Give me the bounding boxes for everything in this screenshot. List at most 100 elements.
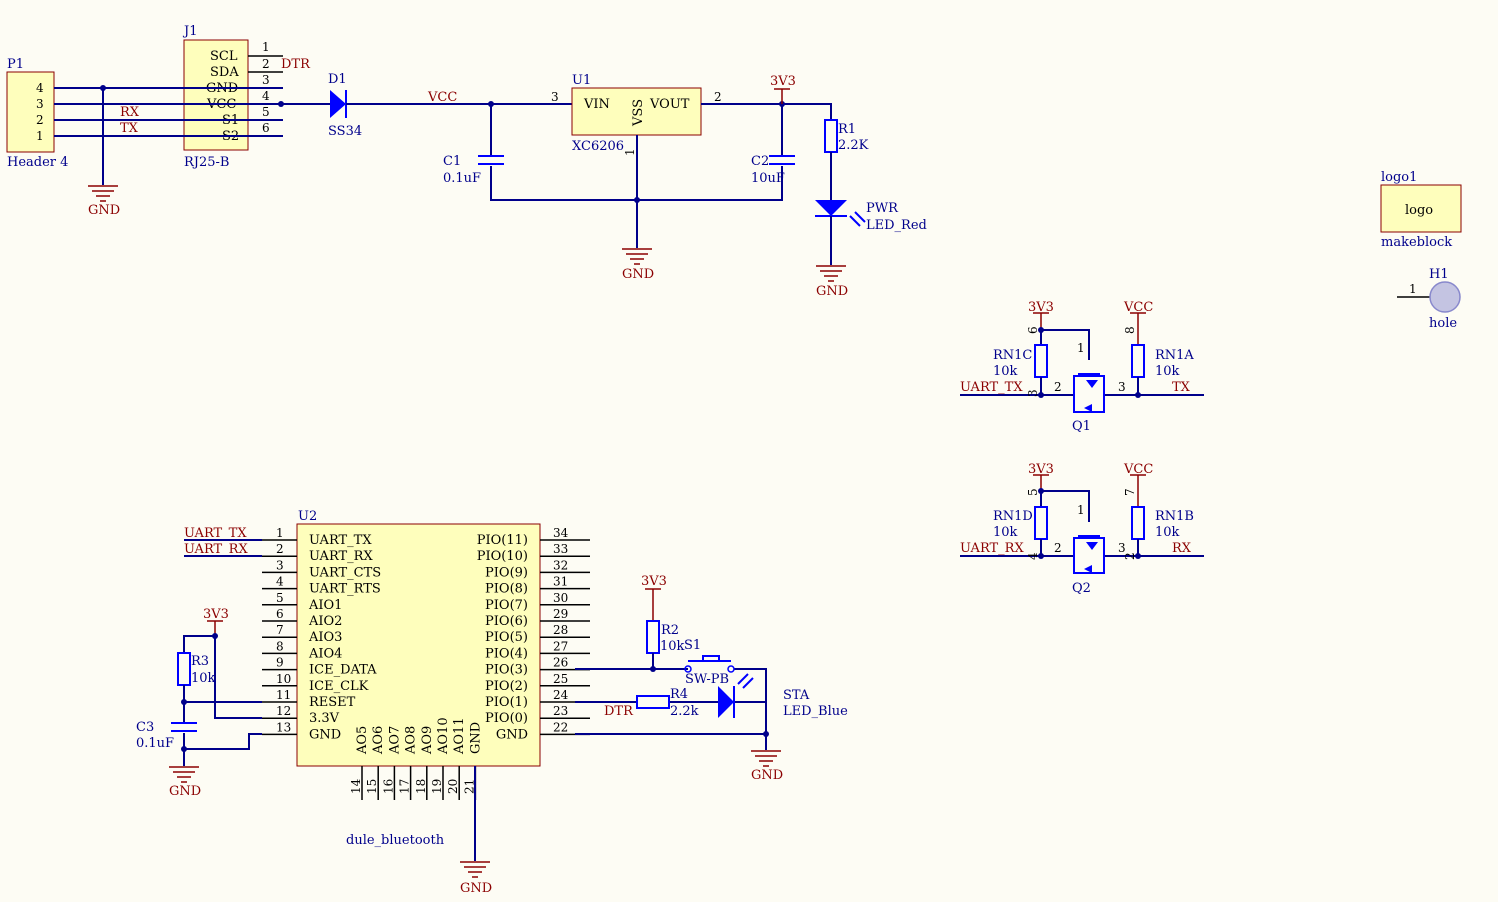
sta-value: LED_Blue (783, 704, 848, 719)
gnd-symbol-u2: GND (460, 766, 492, 896)
u2-pin-name: GND (496, 727, 528, 742)
gnd-label-led: GND (816, 284, 848, 299)
u2-pin-number: 12 (276, 704, 291, 718)
net-label-uart-rx-q2: UART_RX (960, 541, 1024, 556)
j1-value: RJ25-B (184, 155, 230, 170)
d1-value: SS34 (328, 124, 362, 139)
r1-value: 2.2K (838, 138, 869, 153)
u1-vin: VIN (583, 97, 610, 112)
u2-pin-number: 17 (398, 779, 412, 794)
d1-ref: D1 (328, 72, 347, 87)
q1-pin-3: 3 (1118, 380, 1126, 394)
header-p1: P1 Header 4 4 3 2 1 (6, 57, 68, 170)
u2-pin-name: UART_CTS (309, 565, 381, 580)
c2-ref: C2 (751, 154, 769, 169)
u2-pin-number: 10 (276, 672, 291, 686)
c1-ref: C1 (443, 154, 461, 169)
u2-pin-name: PIO(11) (477, 533, 528, 548)
net-label-uart-tx-q1: UART_TX (960, 380, 1023, 395)
c2-value: 10uF (751, 171, 785, 186)
s1-value: SW-PB (685, 672, 729, 687)
net-label-rx-q2: RX (1172, 541, 1192, 556)
j1-pin-3: 3 (262, 73, 270, 87)
rn1d-value: 10k (993, 525, 1018, 540)
rn1b-pin-2: 2 (1123, 552, 1137, 560)
u2-pin-number: 7 (276, 623, 284, 637)
p1-ref: P1 (7, 57, 24, 72)
q2-pin-1: 1 (1077, 503, 1085, 517)
capacitor-c2: C2 10uF (751, 154, 795, 186)
logo1-label: logo (1405, 203, 1433, 218)
status-network: 3V3 R2 10k S1 SW-PB R4 2.2k DTR STA LED_… (575, 574, 848, 783)
u2-pin-name: GND (468, 722, 483, 754)
net-label-dtr: DTR (281, 57, 311, 72)
resistor-r1: R1 2.2K (824, 119, 869, 153)
net-label-tx: TX (120, 121, 139, 136)
u2-pin-name: PIO(10) (477, 549, 528, 564)
u2-pin-name: RESET (309, 695, 356, 710)
u2-pin-number: 3 (276, 558, 284, 572)
u2-pin-name: PIO(6) (485, 614, 528, 629)
u2-pin-number: 4 (276, 575, 284, 589)
rn1d-pin-4: 4 (1026, 552, 1040, 560)
j1-pin-5: 5 (262, 105, 270, 119)
u2-ref: U2 (298, 509, 317, 524)
u2-pin-number: 5 (276, 591, 284, 605)
net-label-dtr-u2: DTR (604, 704, 634, 719)
u2-pin-name: PIO(1) (485, 695, 528, 710)
c3-ref: C3 (136, 720, 154, 735)
net-label-uart-rx-u2: UART_RX (184, 542, 248, 557)
gnd-label-c3: GND (169, 784, 201, 799)
level-shifter-q1: 3V3 VCC Q1 1 2 3 RN1C 10k RN1A 10k 6 3 8… (960, 300, 1204, 434)
logo-block: logo1 logo makeblock (1380, 170, 1462, 250)
u2-pin-name: ICE_CLK (309, 679, 369, 694)
gnd-label-sta: GND (751, 768, 783, 783)
u2-pin-number: 29 (553, 607, 568, 621)
u2-pin-number: 28 (553, 623, 568, 637)
u2-pin-number: 21 (462, 779, 476, 794)
u2-pin-name: AO6 (371, 726, 386, 755)
r3-ref: R3 (191, 654, 209, 669)
net-label-vcc: VCC (427, 90, 457, 105)
sta-ref: STA (783, 688, 810, 703)
diode-d1: D1 SS34 VCC (283, 72, 572, 139)
gnd-symbol-u1: GND (622, 248, 654, 282)
u2-pin-number: 31 (553, 575, 568, 589)
gnd-label-u1: GND (622, 267, 654, 282)
u2-pin-name: ICE_DATA (309, 663, 377, 678)
capacitor-c1: C1 0.1uF (443, 154, 504, 186)
pwr-label-vcc-q1: VCC (1123, 300, 1153, 315)
pwr-label-3v3-r2: 3V3 (641, 574, 667, 589)
c3-value: 0.1uF (136, 736, 174, 751)
p1-pin-3: 3 (36, 97, 44, 111)
u2-pin-name: PIO(5) (485, 630, 528, 645)
u2-pin-number: 19 (430, 779, 444, 794)
gnd-symbol-p1: GND (88, 185, 120, 218)
q2-ref: Q2 (1072, 581, 1091, 596)
u2-pin-name: AO9 (420, 726, 435, 755)
p1-pin-2: 2 (36, 113, 44, 127)
u2-pin-number: 23 (553, 704, 568, 718)
u2-pin-name: PIO(4) (485, 646, 528, 661)
u2-pin-number: 6 (276, 607, 284, 621)
j1-pin-6: 6 (262, 121, 270, 135)
u2-pin-name: AIO3 (308, 630, 342, 645)
u2-pin-name: AO5 (355, 726, 370, 755)
r4-value: 2.2k (670, 704, 699, 719)
u2-pin-name: PIO(9) (485, 565, 528, 580)
u2-pin-name: PIO(0) (485, 711, 528, 726)
r2-value: 10k (660, 639, 685, 654)
q1-pin-2: 2 (1054, 380, 1062, 394)
u2-bottom-pins: 14AO515AO616AO717AO818AO919AO1020AO1121G… (349, 717, 483, 800)
u2-pin-number: 15 (365, 779, 379, 794)
p1-pin-1: 1 (36, 129, 44, 143)
u2-pin-name: GND (309, 727, 341, 742)
u2-right-pins: 34PIO(11)33PIO(10)32PIO(9)31PIO(8)30PIO(… (477, 526, 590, 742)
u2-pin-number: 8 (276, 639, 284, 653)
power-3v3-u1: 3V3 (770, 74, 796, 104)
u2-pin-number: 24 (553, 688, 569, 702)
u1-pin-3: 3 (551, 90, 559, 104)
q2-pin-3: 3 (1118, 541, 1126, 555)
j1-ref: J1 (182, 24, 197, 39)
